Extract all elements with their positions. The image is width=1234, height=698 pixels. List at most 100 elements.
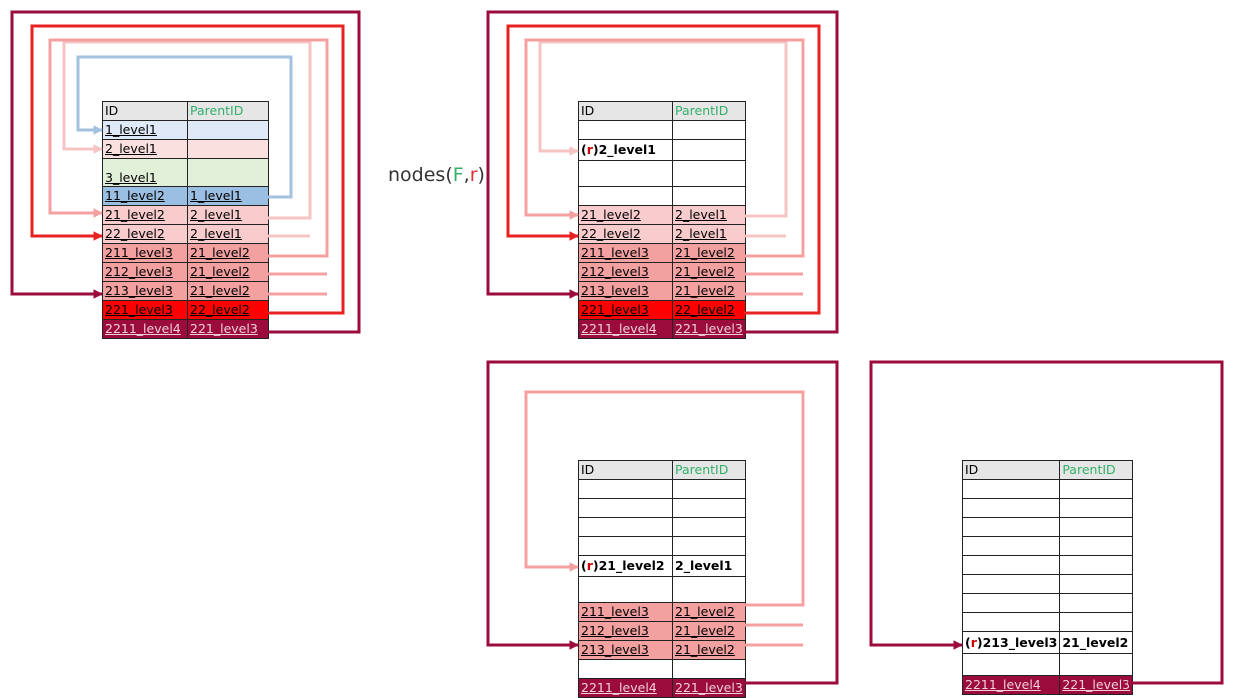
header-parentid: ParentID: [672, 460, 746, 480]
id-cell: 2211_level4: [578, 319, 673, 339]
parentid-cell: 21_level2: [672, 621, 746, 641]
id-cell: 2211_level4: [102, 319, 188, 339]
header-parentid: ParentID: [187, 101, 269, 121]
parentid-cell: [672, 139, 746, 161]
parentid-cell: 221_level3: [672, 319, 746, 339]
header-id: ID: [102, 101, 188, 121]
id-cell: 211_level3: [102, 243, 188, 263]
formula-comma: ,: [463, 164, 470, 186]
parentid-cell: 22_level2: [187, 300, 269, 320]
id-cell: 212_level3: [578, 621, 673, 641]
id-cell-root: (r)2_level1: [578, 139, 673, 161]
id-cell: [961, 517, 1061, 537]
id-cell: [961, 653, 1061, 676]
parentid-cell: [672, 659, 746, 679]
table-row: [578, 498, 746, 518]
parentid-cell: [672, 576, 746, 603]
parentid-cell: 21_level2: [187, 243, 269, 263]
hierarchy-table-full: ID ParentID 1_level1 2_level1 3_level1 1…: [102, 101, 269, 339]
id-cell: 2211_level4: [578, 678, 673, 698]
header-parentid: ParentID: [672, 101, 746, 121]
id-cell: 221_level3: [102, 300, 188, 320]
id-cell: 213_level3: [102, 281, 188, 301]
parentid-cell: 221_level3: [672, 678, 746, 698]
table-row: (r)2_level1: [578, 139, 746, 161]
formula-arg-r: r: [469, 164, 478, 186]
table-row: [961, 612, 1134, 632]
parentid-cell: 221_level3: [1059, 675, 1134, 695]
id-cell: 212_level3: [578, 262, 673, 282]
id-cell: 213_level3: [578, 640, 673, 660]
formula-close: ): [477, 164, 485, 186]
parentid-cell: 21_level2: [1059, 631, 1134, 654]
id-cell-root: (r)21_level2: [578, 555, 673, 577]
parentid-cell: [1059, 479, 1134, 499]
parentid-cell: [672, 517, 746, 537]
parentid-cell: 2_level1: [187, 224, 269, 244]
id-cell: 1_level1: [102, 120, 188, 140]
parentid-cell: 21_level2: [187, 281, 269, 301]
parentid-cell: [1059, 593, 1134, 613]
id-cell: [578, 576, 673, 603]
table-row: [961, 574, 1134, 594]
table-row: [961, 536, 1134, 556]
header-parentid: ParentID: [1059, 460, 1134, 480]
parentid-cell: 22_level2: [672, 300, 746, 320]
id-cell: 22_level2: [578, 224, 673, 244]
table-row: 3_level1: [102, 158, 269, 187]
id-cell: [578, 479, 673, 499]
parentid-cell: [1059, 653, 1134, 676]
parentid-cell: [1059, 555, 1134, 575]
parentid-cell: [672, 186, 746, 206]
id-cell: [578, 160, 673, 187]
id-cell: [961, 593, 1061, 613]
id-cell: [578, 498, 673, 518]
id-cell: 2211_level4: [961, 675, 1061, 695]
table-header-row: ID ParentID: [578, 460, 746, 480]
id-cell: 211_level3: [578, 602, 673, 622]
parentid-cell: [672, 536, 746, 556]
parentid-cell: [1059, 574, 1134, 594]
table-row: [578, 517, 746, 537]
parentid-cell: [1059, 517, 1134, 537]
table-row: [578, 576, 746, 603]
parentid-cell: 21_level2: [672, 602, 746, 622]
id-cell: [961, 498, 1061, 518]
table-header-row: ID ParentID: [578, 101, 746, 121]
parentid-cell: 21_level2: [672, 281, 746, 301]
table-header-row: ID ParentID: [102, 101, 269, 121]
header-id: ID: [578, 101, 673, 121]
id-cell: 211_level3: [578, 243, 673, 263]
formula-arg-f: F: [452, 164, 464, 186]
id-cell: [961, 612, 1061, 632]
parentid-cell: 221_level3: [187, 319, 269, 339]
formula-name: nodes(: [388, 164, 453, 186]
parentid-cell: 21_level2: [672, 262, 746, 282]
id-cell: [961, 536, 1061, 556]
table-row: [961, 498, 1134, 518]
id-cell: [961, 479, 1061, 499]
parentid-cell: [1059, 612, 1134, 632]
table-row: [961, 653, 1134, 676]
parentid-cell: 2_level1: [672, 224, 746, 244]
id-cell: 213_level3: [578, 281, 673, 301]
header-id: ID: [961, 460, 1061, 480]
nodes-formula: nodes(F,r): [388, 164, 485, 186]
